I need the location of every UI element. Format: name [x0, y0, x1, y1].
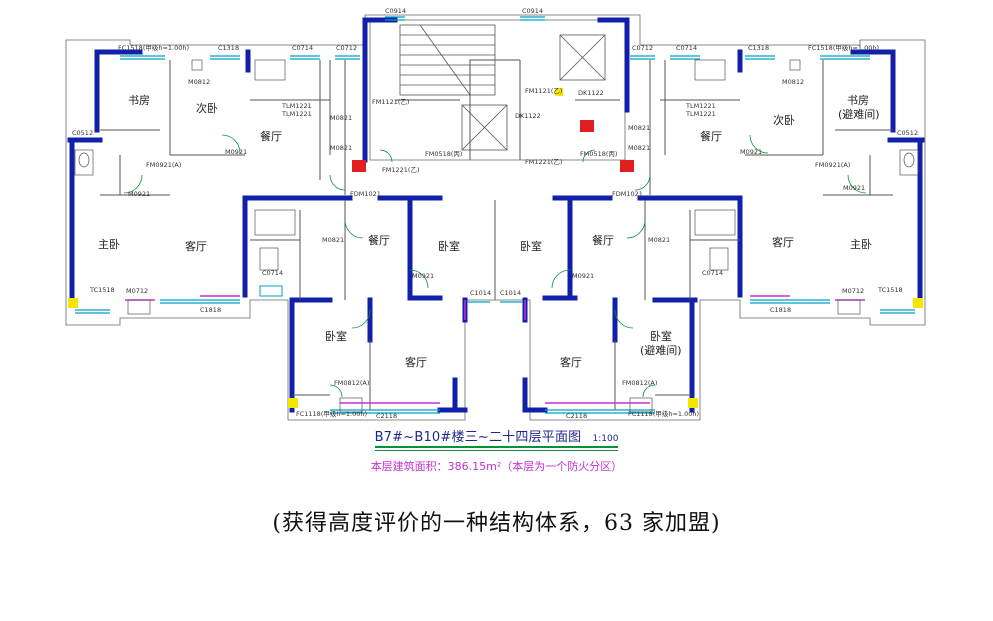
code-m0712-left: M0712 — [126, 287, 148, 295]
code-m0921-f: M0921 — [572, 272, 594, 280]
code-m0821-d: M0821 — [628, 144, 650, 152]
image-caption: (获得高度评价的一种结构体系，63 家加盟) — [272, 511, 721, 536]
code-fm0518-b: FM0518(丙) — [580, 150, 617, 158]
code-c0512-left: C0512 — [72, 129, 93, 137]
title-underline-thin — [374, 450, 619, 451]
code-c0714-center-right: C0714 — [702, 269, 723, 277]
code-m0821-a: M0821 — [330, 114, 352, 122]
room-dining-center-left: 餐厅 — [368, 233, 390, 247]
code-fm1121-a: FM1121(乙) — [372, 98, 409, 106]
code-c0914-b: C0914 — [522, 7, 543, 15]
room-living-bottom-right: 客厅 — [560, 355, 582, 369]
code-fm0921-b: FM0921(A) — [815, 161, 850, 169]
code-dk1122-b: DK1122 — [515, 112, 541, 120]
code-c2118-right: C2118 — [566, 412, 587, 420]
code-fc1118-left: FC1118(甲级h=1.00h) — [296, 409, 367, 418]
code-m0812-right: M0812 — [782, 78, 804, 86]
plan-title: B7#~B10#楼三~二十四层平面图 — [374, 430, 582, 445]
title-underline — [374, 446, 619, 448]
room-master-left: 主卧 — [98, 238, 120, 251]
code-c1318-right: C1318 — [748, 44, 769, 52]
room-living-right: 客厅 — [772, 235, 794, 249]
code-m0921-c: M0921 — [128, 190, 150, 198]
code-c0714-center-left: C0714 — [262, 269, 283, 277]
code-dk1122: DK1122 — [578, 89, 604, 97]
room-study-right: 书房 — [847, 94, 869, 107]
code-m0821-f: M0821 — [648, 236, 670, 244]
code-c1318-left: C1318 — [218, 44, 239, 52]
code-tlm1221-c: TLM1221 — [281, 102, 312, 110]
room-bedroom-center-right: 卧室 — [520, 239, 542, 253]
code-m0921-b: M0921 — [740, 148, 762, 156]
drawing-title-block: B7#~B10#楼三~二十四层平面图 1:100 — [0, 426, 993, 451]
room-dining-top-left: 餐厅 — [260, 129, 282, 143]
code-c1014-a: C1014 — [470, 289, 491, 297]
code-m0921-a: M0921 — [225, 148, 247, 156]
code-fm0921-a: FM0921(A) — [146, 161, 181, 169]
room-bedroom-bottom-left: 卧室 — [325, 329, 347, 343]
markers — [68, 59, 923, 413]
room-bedroom-bottom-right: 卧室 — [650, 329, 672, 343]
code-c1818-right: C1818 — [770, 306, 791, 314]
room-dining-top-right: 餐厅 — [700, 129, 722, 143]
room-study-left: 书房 — [128, 94, 150, 107]
code-fm1221-a: FM1221(乙) — [382, 166, 419, 174]
code-c1014-b: C1014 — [500, 289, 521, 297]
room-master-right: 主卧 — [850, 238, 872, 251]
code-tc1518-left: TC1518 — [89, 286, 115, 294]
code-fdm1021-b: FDM1021 — [612, 190, 643, 198]
code-c2118-left: C2118 — [376, 412, 397, 420]
code-fc1518-left: FC1518(甲级h=1.00h) — [118, 43, 189, 52]
room-study-right-note: (避难间) — [838, 107, 880, 121]
code-tlm1221-right: TLM1221 — [685, 110, 716, 118]
title-wrap: B7#~B10#楼三~二十四层平面图 1:100 — [374, 426, 619, 451]
code-tlm1221-left: TLM1221 — [281, 110, 312, 118]
code-fm0812-a: FM0812(A) — [334, 379, 369, 387]
room-living-left: 客厅 — [185, 239, 207, 253]
windows — [75, 16, 915, 414]
room-bedroom2-right: 次卧 — [773, 113, 795, 127]
component-codes: C0914 C0914 FC1518(甲级h=1.00h) C1318 C071… — [72, 7, 918, 420]
magenta-accents — [125, 295, 865, 404]
code-m0821-c: M0821 — [330, 144, 352, 152]
code-c1818-left: C1818 — [200, 306, 221, 314]
room-bedroom2-left: 次卧 — [196, 101, 218, 115]
door-swings — [123, 134, 867, 398]
code-tc1518-right: TC1518 — [877, 286, 903, 294]
code-fm0812-b: FM0812(A) — [622, 379, 657, 387]
code-fdm1021-a: FDM1021 — [350, 190, 381, 198]
code-m0821-e: M0821 — [322, 236, 344, 244]
code-c0714-top-right: C0714 — [676, 44, 697, 52]
code-m0821-b: M0821 — [628, 124, 650, 132]
code-fm1121-b: FM1121(乙) — [525, 87, 562, 95]
code-m0921-d: M0921 — [843, 184, 865, 192]
code-fc1118-right: FC1118(甲级h=1.00h) — [628, 409, 699, 418]
room-dining-center-right: 餐厅 — [592, 233, 614, 247]
code-fm0518-a: FM0518(丙) — [425, 150, 462, 158]
room-bedroom-bottom-right-note: (避难间) — [640, 343, 682, 357]
fixtures — [74, 59, 919, 271]
floor-area-note: 本层建筑面积：386.15m²（本层为一个防火分区） — [370, 460, 623, 473]
code-c0914-a: C0914 — [385, 7, 406, 15]
room-labels: 书房 次卧 餐厅 主卧 客厅 餐厅 卧室 卧室 餐厅 客厅 主卧 餐厅 次卧 书… — [98, 94, 880, 369]
stair-core — [399, 24, 606, 151]
code-tlm1221-d: TLM1221 — [685, 102, 716, 110]
code-fc1518-right: FC1518(甲级h=1.00h) — [808, 43, 879, 52]
code-c0712-top-left: C0712 — [336, 44, 357, 52]
code-c0712-top-right: C0712 — [632, 44, 653, 52]
code-m0921-e: M0921 — [412, 272, 434, 280]
code-c0714-top-left: C0714 — [292, 44, 313, 52]
code-c0512-right: C0512 — [897, 129, 918, 137]
code-m0812-left: M0812 — [188, 78, 210, 86]
code-m0712-right: M0712 — [842, 287, 864, 295]
code-fm1221-b: FM1221(乙) — [525, 158, 562, 166]
room-bedroom-center-left: 卧室 — [438, 239, 460, 253]
plan-scale: 1:100 — [592, 434, 619, 444]
room-living-bottom-left: 客厅 — [405, 355, 427, 369]
interior-partitions — [100, 59, 893, 410]
floor-plan-drawing: 书房 次卧 餐厅 主卧 客厅 餐厅 卧室 卧室 餐厅 客厅 主卧 餐厅 次卧 书… — [65, 7, 926, 421]
